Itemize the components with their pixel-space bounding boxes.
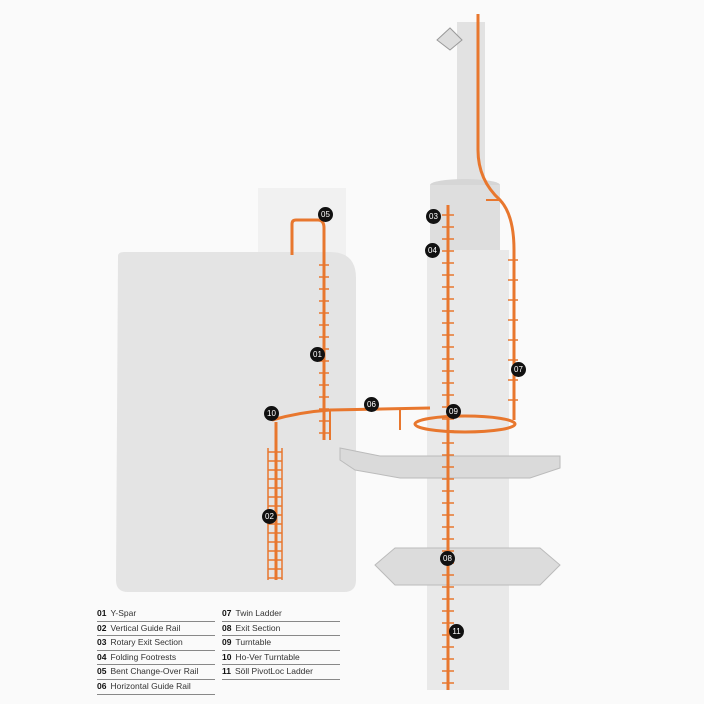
- callout-08: 08: [440, 551, 455, 566]
- callout-10: 10: [264, 406, 279, 421]
- turntable-ring: [413, 414, 517, 434]
- tower-top: [430, 185, 500, 250]
- ladder-rungs: [268, 214, 518, 684]
- roof-backdrop: [258, 188, 346, 258]
- lower-platform: [374, 547, 561, 586]
- antenna: [436, 27, 463, 51]
- callout-01: 01: [310, 347, 325, 362]
- callout-07: 07: [511, 362, 526, 377]
- callout-02: 02: [262, 509, 277, 524]
- upper-platform: [339, 447, 561, 479]
- bent-change-over-rail: [290, 218, 326, 440]
- callout-11: 11: [449, 624, 464, 639]
- callout-06: 06: [364, 397, 379, 412]
- callout-03: 03: [426, 209, 441, 224]
- rail-system: [267, 14, 517, 690]
- callout-04: 04: [425, 243, 440, 258]
- callout-05: 05: [318, 207, 333, 222]
- callout-09: 09: [446, 404, 461, 419]
- building: [116, 252, 356, 592]
